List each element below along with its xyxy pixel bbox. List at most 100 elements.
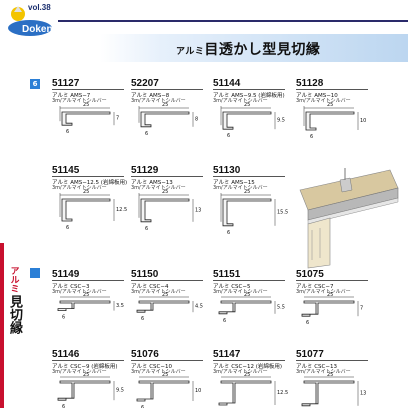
page-title: アルミ目透かし型見切縁 [176, 39, 320, 59]
profile-drawing: 25 7 6 [301, 292, 363, 326]
product-name: アルミ CSC−3 [52, 284, 90, 290]
width-dim: 25 [327, 292, 333, 298]
product-spec: 3m/アルマイトシルバー [213, 98, 268, 104]
profile-drawing: 25 9.5 6 [220, 102, 285, 139]
volume-label: vol.38 [28, 3, 51, 12]
product-name: アルミ AMS−7 [52, 93, 91, 99]
profile-drawing: 25 12.5 6 [59, 189, 127, 231]
base-dim: 6 [306, 320, 309, 326]
height-dim: 12.5 [116, 207, 127, 213]
product-spec: 3m/アルマイトシルバー [52, 185, 107, 191]
product-card: 51146 アルミ CSC−9 (岩綿板用) 3m/アルマイトシルバー 25 9… [52, 349, 128, 408]
width-dim: 25 [83, 102, 89, 108]
product-spec: 3m/アルマイトシルバー [213, 289, 268, 295]
product-name: アルミ CSC−7 [296, 284, 334, 290]
profile-drawing: 25 3.5 6 [57, 292, 124, 321]
code-underline [52, 89, 124, 90]
height-dim: 8 [195, 116, 198, 122]
product-spec: 3m/アルマイトシルバー [213, 185, 268, 191]
product-code: 51149 [52, 269, 80, 280]
height-dim: 12.5 [277, 390, 288, 396]
width-dim: 25 [244, 292, 250, 298]
product-spec: 3m/アルマイトシルバー [52, 289, 107, 295]
code-underline [213, 280, 285, 281]
product-code: 51151 [213, 269, 241, 280]
code-underline [131, 176, 203, 177]
height-dim: 9.5 [116, 388, 124, 394]
profile-drawing: 25 13 6 [138, 189, 201, 232]
base-dim: 6 [145, 226, 148, 232]
width-dim: 25 [327, 102, 333, 108]
width-dim: 25 [83, 372, 89, 378]
code-underline [52, 280, 124, 281]
width-dim: 25 [83, 189, 89, 195]
code-underline [213, 360, 285, 361]
product-name: アルミ AMS−13 [131, 180, 173, 186]
product-card: 51077 アルミ CSC−13 3m/アルマイトシルバー 25 13 6 [296, 349, 372, 408]
code-underline [213, 89, 285, 90]
product-code: 51128 [296, 78, 324, 89]
profile-drawing: 25 7 6 [59, 102, 119, 135]
product-spec: 3m/アルマイトシルバー [52, 98, 107, 104]
product-spec: 3m/アルマイトシルバー [131, 185, 186, 191]
code-underline [52, 360, 124, 361]
width-dim: 25 [327, 372, 333, 378]
profile-drawing: 25 12.5 6 [218, 372, 288, 406]
width-dim: 25 [162, 372, 168, 378]
product-code: 51146 [52, 349, 80, 360]
product-code: 51130 [213, 165, 241, 176]
product-spec: 3m/アルマイトシルバー [131, 289, 186, 295]
product-name: アルミ CSC−9 (岩綿板用) [52, 364, 118, 370]
code-underline [52, 176, 124, 177]
height-dim: 10 [360, 118, 366, 124]
height-dim: 13 [360, 390, 366, 396]
width-dim: 25 [162, 292, 168, 298]
product-spec: 3m/アルマイトシルバー [296, 98, 351, 104]
product-code: 51145 [52, 165, 80, 176]
height-dim: 5.5 [277, 304, 285, 310]
product-card: 51129 アルミ AMS−13 3m/アルマイトシルバー 25 13 6 [131, 165, 207, 235]
height-dim: 9.5 [277, 118, 285, 124]
base-dim: 6 [227, 133, 230, 139]
profile-drawing: 25 9.5 6 [57, 372, 124, 408]
side-label-top: アルミ [8, 266, 19, 293]
profile-drawing: 25 4.5 6 [136, 292, 203, 322]
height-dim: 3.5 [116, 303, 124, 309]
product-card: 51127 アルミ AMS−7 3m/アルマイトシルバー 25 7 6 [52, 78, 128, 148]
product-name: アルミ AMS−15 [213, 180, 255, 186]
product-card: 51145 アルミ AMS−12.5 (岩綿板用) 3m/アルマイトシルバー 2… [52, 165, 128, 235]
product-card: 52207 アルミ AMS−8 3m/アルマイトシルバー 25 8 6 [131, 78, 207, 148]
height-dim: 7 [360, 306, 363, 312]
product-code: 51127 [52, 78, 80, 89]
product-name: アルミ CSC−12 (岩綿板用) [213, 364, 283, 370]
title-prefix: アルミ [176, 47, 205, 57]
code-underline [131, 89, 203, 90]
height-dim: 4.5 [195, 304, 203, 310]
product-card: 51076 アルミ CSC−10 3m/アルマイトシルバー 25 10 6 [131, 349, 207, 408]
product-name: アルミ CSC−4 [131, 284, 169, 290]
code-underline [296, 360, 368, 361]
svg-text:Doken: Doken [22, 24, 53, 35]
width-dim: 25 [83, 292, 89, 298]
doken-logo: Doken [8, 6, 53, 36]
product-code: 51147 [213, 349, 241, 360]
base-dim: 6 [62, 315, 65, 321]
code-underline [131, 360, 203, 361]
section-square-badge [30, 268, 40, 278]
product-spec: 3m/アルマイトシルバー [52, 369, 107, 375]
height-dim: 13 [195, 207, 201, 213]
product-card: 51147 アルミ CSC−12 (岩綿板用) 3m/アルマイトシルバー 25 … [213, 349, 289, 408]
profile-drawing: 25 10 6 [303, 102, 366, 140]
product-code: 51144 [213, 78, 241, 89]
header-rule [58, 20, 408, 22]
product-code: 51075 [296, 269, 324, 280]
product-spec: 3m/アルマイトシルバー [213, 369, 268, 375]
base-dim: 6 [227, 230, 230, 236]
base-dim: 6 [141, 405, 144, 408]
title-main: 目透かし型見切縁 [204, 42, 321, 58]
base-dim: 6 [62, 404, 65, 408]
profile-drawing: 25 8 6 [138, 102, 198, 137]
width-dim: 25 [162, 189, 168, 195]
product-card: 51128 アルミ AMS−10 3m/アルマイトシルバー 25 10 6 [296, 78, 372, 148]
product-card: 51130 アルミ AMS−15 3m/アルマイトシルバー 25 15.5 6 [213, 165, 289, 236]
